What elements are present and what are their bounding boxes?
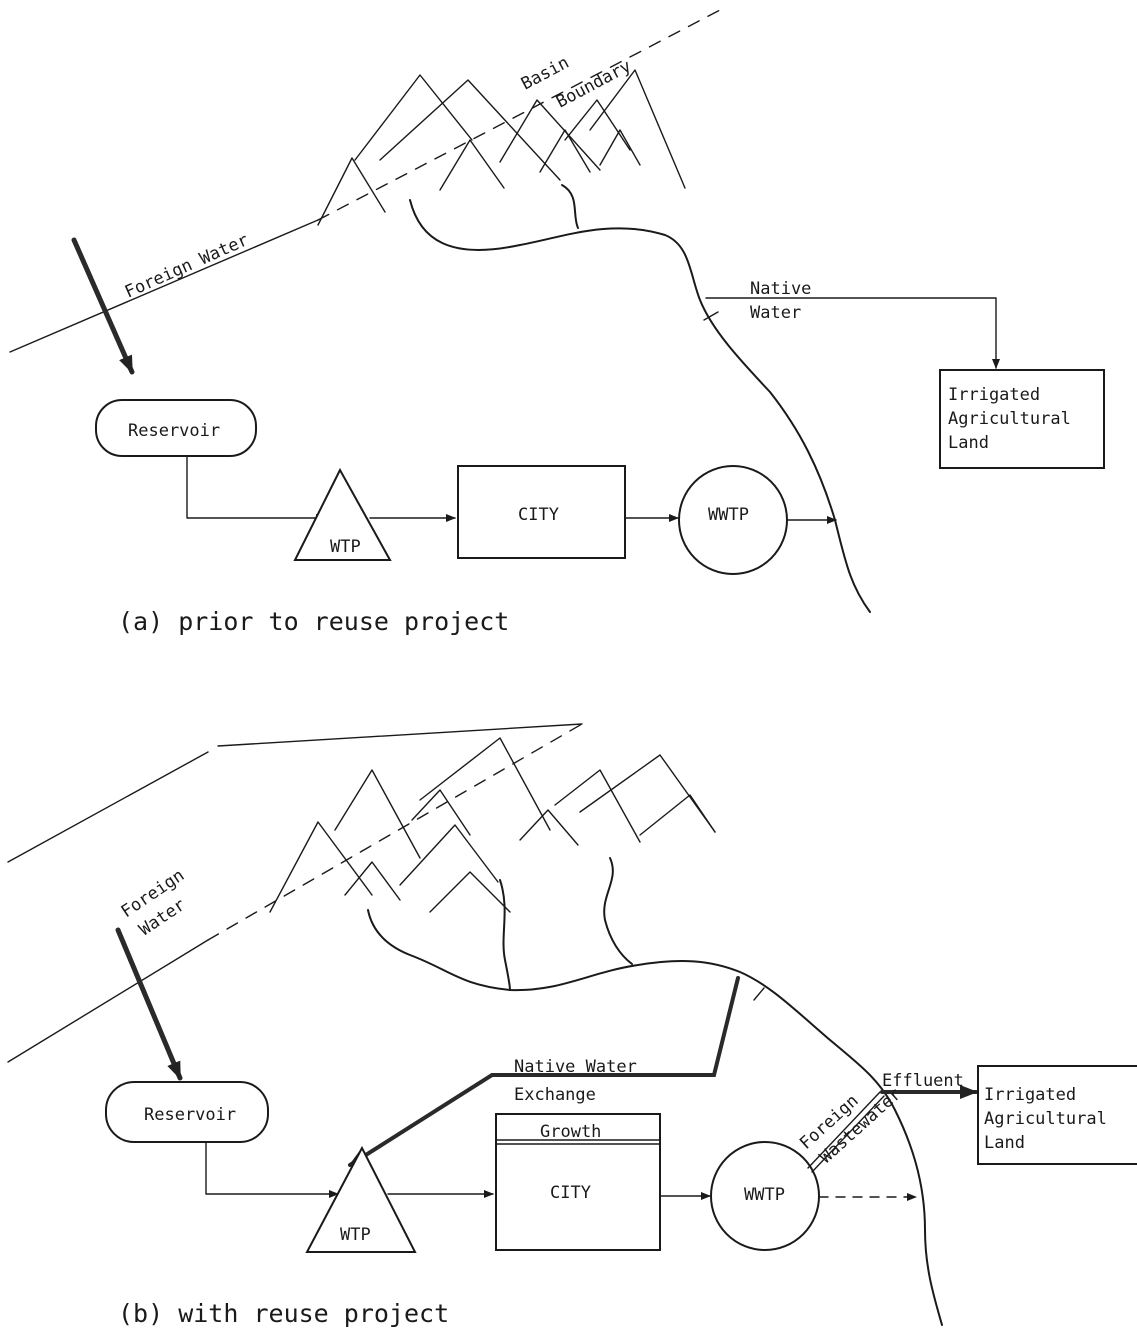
- diversion-tick-a: [703, 311, 719, 321]
- wwtp-label-b: WWTP: [744, 1185, 785, 1205]
- basin-boundary-line-a: [9, 9, 721, 353]
- city-a: [457, 465, 626, 559]
- foreign-wastewater-line-b-1: [807, 1091, 881, 1169]
- caption-b: (b) with reuse project: [118, 1299, 449, 1328]
- native-exchange-label-b-1: Native Water: [514, 1057, 637, 1077]
- irrigated-land-a: [939, 369, 1105, 469]
- basin-boundary-line-b: [7, 723, 583, 863]
- reservoir-to-wtp-a: [186, 455, 326, 522]
- irrigated-land-label-b-2: Agricultural: [984, 1109, 1107, 1129]
- foreign-water-arrow-b: [115, 927, 183, 1081]
- basin-boundary-solid-b: [7, 939, 209, 1063]
- wwtp-label-a: WWTP: [708, 505, 749, 525]
- foreign-water-label-a: Foreign Water: [122, 230, 252, 302]
- wwtp-b: [710, 1141, 820, 1251]
- reservoir-label-b: Reservoir: [144, 1105, 236, 1125]
- wtp-label-a: WTP: [330, 537, 361, 557]
- river-tributary-b-1: [499, 879, 511, 991]
- city-label-a: CITY: [518, 505, 559, 525]
- diversion-tick-b: [753, 987, 765, 1001]
- basin-boundary-dashed-b: [207, 723, 583, 941]
- panel-a: Basin Boundary Foreign Water Native Wate…: [9, 9, 1105, 636]
- native-water-label-a-2: Water: [750, 303, 801, 323]
- river-b: [367, 909, 943, 1326]
- native-exchange-arrow-b: [348, 976, 740, 1167]
- native-exchange-label-b-2: Exchange: [514, 1085, 596, 1105]
- wtp-b: [305, 1145, 417, 1253]
- river-tributary-b-2: [603, 857, 633, 965]
- reservoir-a: [95, 399, 257, 457]
- mountains-a: [317, 69, 686, 226]
- irrigated-land-b: [977, 1065, 1137, 1165]
- foreign-water-arrow-a: [71, 237, 135, 375]
- reservoir-label-a: Reservoir: [128, 421, 220, 441]
- city-b: [495, 1113, 661, 1251]
- irrigated-land-label-a-3: Land: [948, 433, 989, 453]
- irrigated-land-label-b-3: Land: [984, 1133, 1025, 1153]
- foreign-wastewater-line-b-2: [811, 1095, 885, 1173]
- mountains-b: [269, 737, 716, 913]
- panel-b: Foreign Water Reservoir Native Water Exc…: [7, 723, 1137, 1328]
- river-tributary-a: [561, 184, 579, 229]
- reservoir-to-wtp-b: [205, 1141, 339, 1198]
- native-water-label-a-1: Native: [750, 279, 811, 299]
- irrigated-land-label-a-2: Agricultural: [948, 409, 1071, 429]
- city-label-b: CITY: [550, 1183, 591, 1203]
- irrigated-land-label-a-1: Irrigated: [948, 385, 1040, 405]
- irrigated-land-label-b-1: Irrigated: [984, 1085, 1076, 1105]
- caption-a: (a) prior to reuse project: [118, 607, 509, 636]
- native-water-arrow-a: [705, 297, 1000, 369]
- growth-label-b: Growth: [540, 1122, 601, 1142]
- reservoir-b: [105, 1081, 269, 1143]
- wtp-label-b: WTP: [340, 1225, 371, 1245]
- effluent-label-b: Effluent: [882, 1071, 964, 1091]
- wtp-a: [293, 467, 392, 561]
